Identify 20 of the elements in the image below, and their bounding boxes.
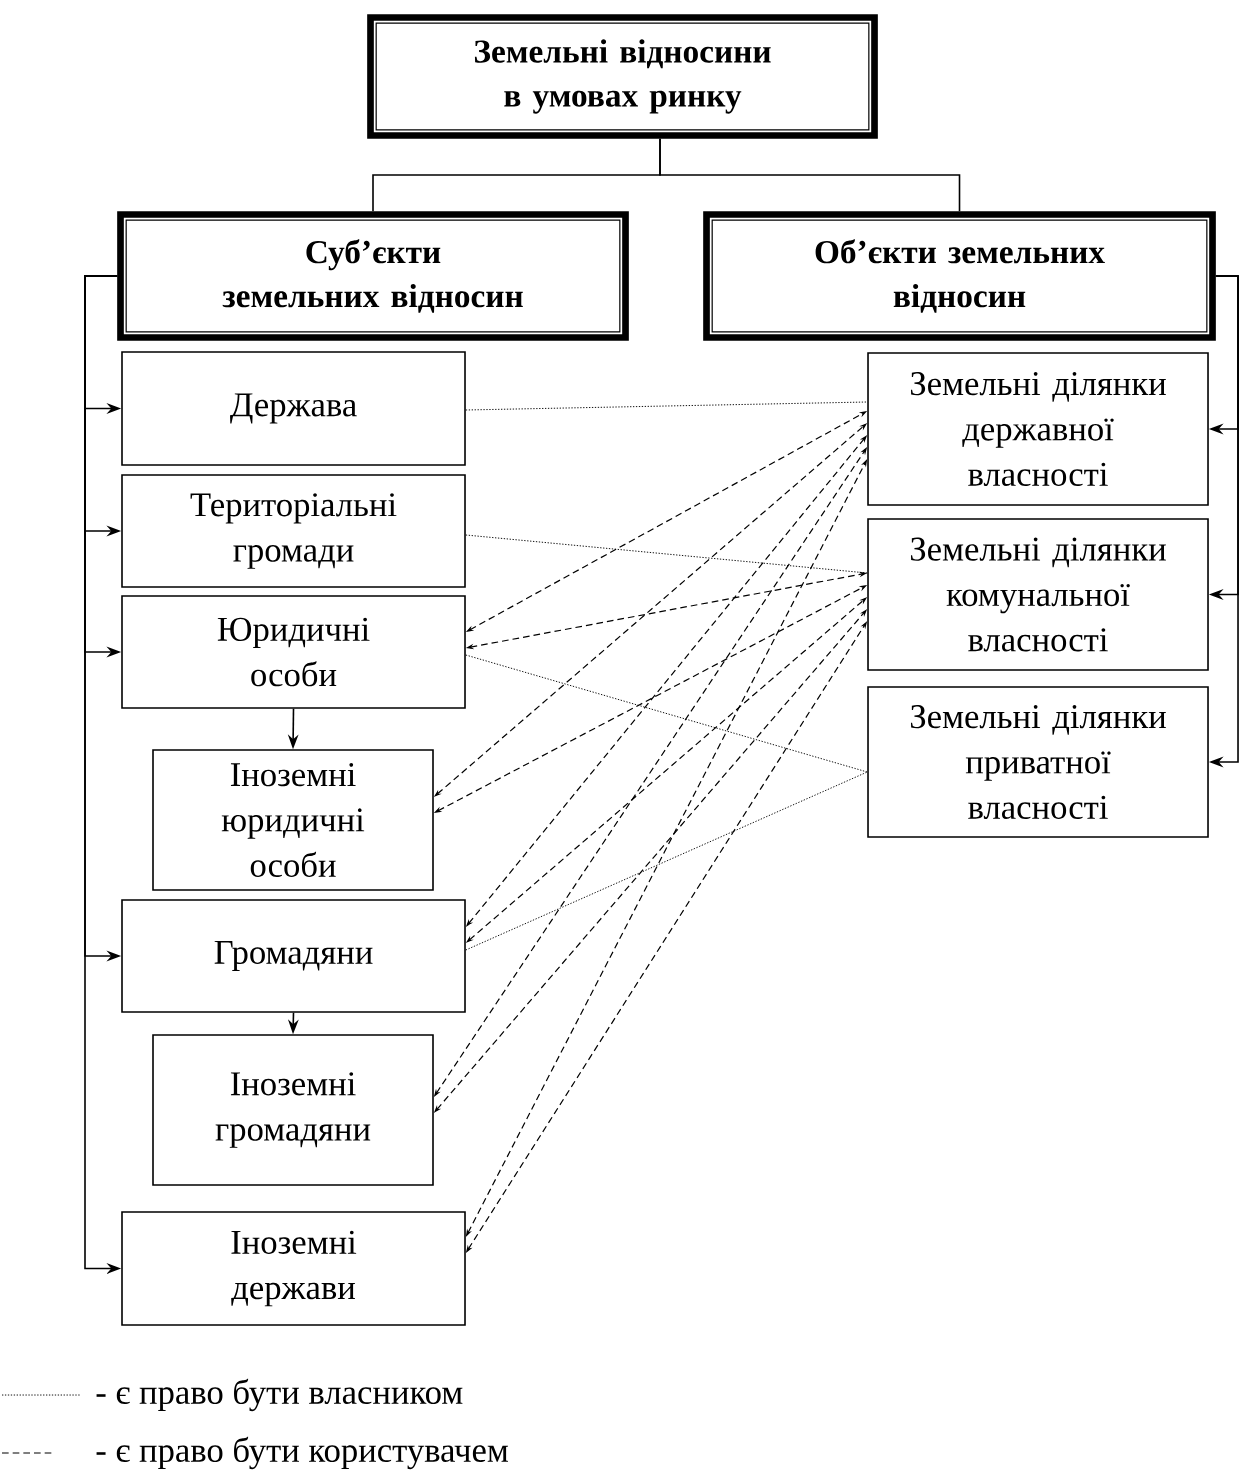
heading-box: Суб’єкти земельних відносин <box>117 211 629 341</box>
entity-box: Іноземні держави <box>121 1211 466 1326</box>
connector-line <box>465 401 868 411</box>
heading-box: Земельні відносини в умовах ринку <box>367 14 878 139</box>
connector-line <box>465 771 868 951</box>
entity-box: Громадяни <box>121 899 466 1013</box>
entity-box: Держава <box>121 351 466 466</box>
entity-box: Юридичні особи <box>121 595 466 709</box>
legend-text: - є право бути користувачем <box>96 1436 508 1470</box>
entity-box: Іноземні юридичні особи <box>152 749 434 891</box>
connector-line <box>659 138 961 212</box>
entity-box: Земельні ділянки комунальної власності <box>867 518 1209 671</box>
entity-box: Земельні ділянки приватної власності <box>867 686 1209 838</box>
entity-box: Іноземні громадяни <box>152 1034 434 1186</box>
connector-line <box>465 534 868 574</box>
connector-line <box>465 654 868 773</box>
entity-box: Земельні ділянки державної власності <box>867 352 1209 506</box>
entity-box: Територіальні громади <box>121 474 466 588</box>
heading-box: Об’єкти земельних відносин <box>703 211 1216 341</box>
legend-text: - є право бути власником <box>96 1378 463 1412</box>
